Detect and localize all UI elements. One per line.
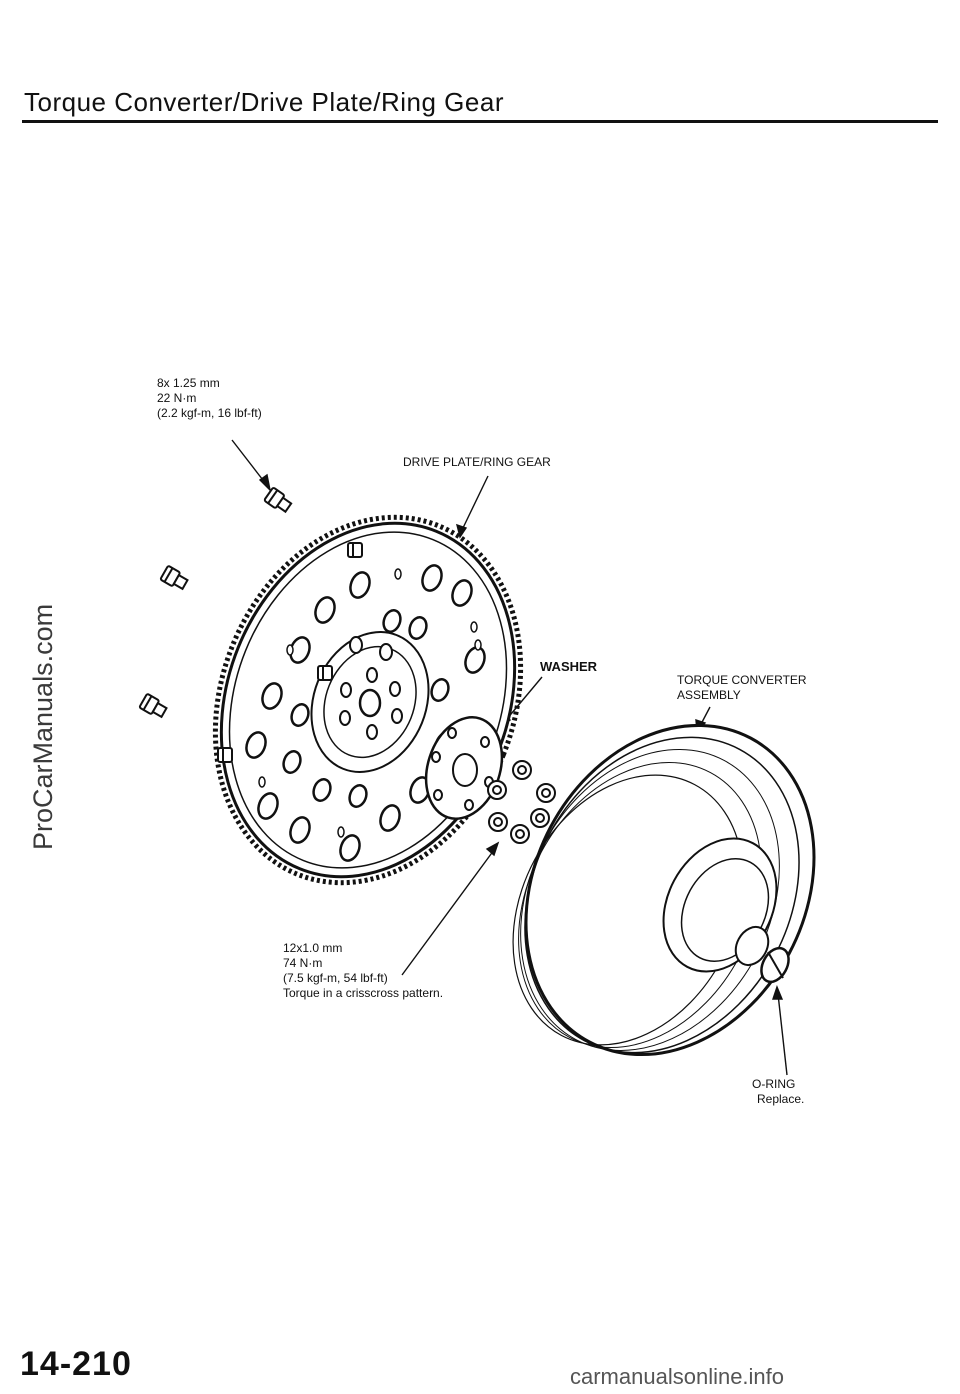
bolt-small-spec: 8x 1.25 mm 22 N·m (2.2 kgf-m, 16 lbf-ft) <box>157 376 262 421</box>
footer-watermark: carmanualsonline.info <box>570 1364 785 1389</box>
page-title: Torque Converter/Drive Plate/Ring Gear <box>24 87 504 118</box>
converter-bolt-icon <box>487 760 556 844</box>
torque-converter-label-line-1: TORQUE CONVERTER <box>677 673 807 687</box>
o-ring-label: O-RING Replace. <box>752 1077 804 1107</box>
bolt-large-size: 12x1.0 mm <box>283 941 343 955</box>
bolt-small-size: 8x 1.25 mm <box>157 376 220 390</box>
torque-converter-label-line-2: ASSEMBLY <box>677 688 741 702</box>
bolt-large-torque: 74 N·m <box>283 956 323 970</box>
drive-plate-ring-gear <box>212 514 524 886</box>
bolt-large-spec: 12x1.0 mm 74 N·m (7.5 kgf-m, 54 lbf-ft) … <box>283 941 443 1001</box>
o-ring-label-line-1: O-RING <box>752 1077 796 1091</box>
drive-plate-label: DRIVE PLATE/RING GEAR <box>403 455 551 469</box>
page-number: 14-210 <box>20 1345 132 1383</box>
bolt-large-torque-alt: (7.5 kgf-m, 54 lbf-ft) <box>283 971 388 985</box>
title-rule <box>22 120 938 123</box>
bolt-large-note: Torque in a crisscross pattern. <box>283 986 444 1000</box>
plate-bolt-icon <box>217 542 363 763</box>
torque-converter-label: TORQUE CONVERTER ASSEMBLY <box>677 673 807 703</box>
washer-label: WASHER <box>540 659 598 674</box>
bolt-small-torque-alt: (2.2 kgf-m, 16 lbf-ft) <box>157 406 262 420</box>
torque-converter <box>512 723 816 1057</box>
drive-plate-bolt-icon <box>138 487 293 719</box>
o-ring-label-line-2: Replace. <box>757 1092 805 1106</box>
bolt-small-torque: 22 N·m <box>157 391 197 405</box>
